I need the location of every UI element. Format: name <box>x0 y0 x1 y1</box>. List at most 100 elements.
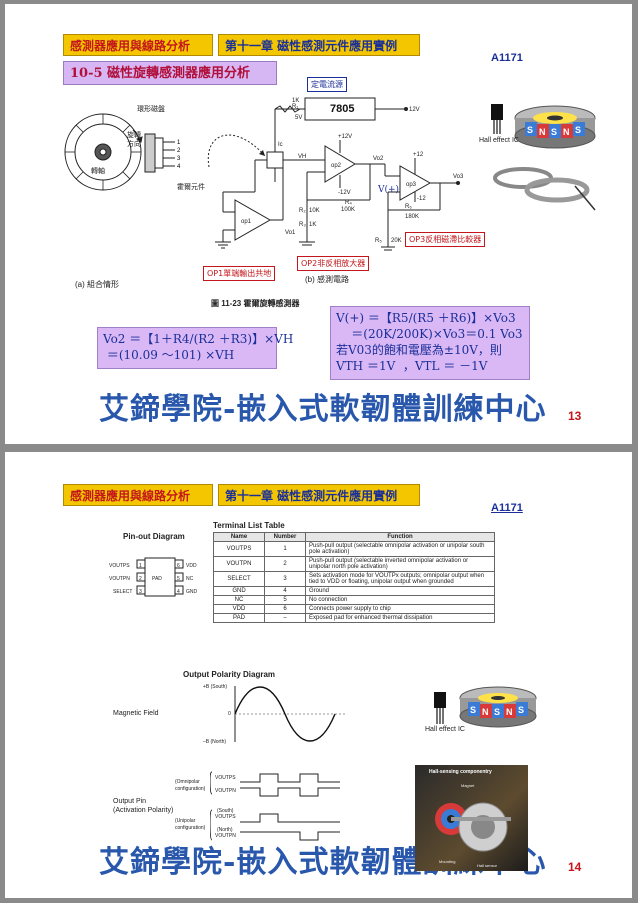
eq-vplus: V(+) ＝【R5/(R5 ＋R6)】×Vo3 ＝(20K/200K)×Vo3＝… <box>330 306 530 380</box>
table-header: Function <box>305 532 495 542</box>
hall-ic-label-1: Hall effect IC <box>479 137 519 144</box>
axis-top-label: +B (South) <box>203 684 228 690</box>
r6-label: R₆ <box>405 204 412 210</box>
pinout-diagram: VOUTPS 1 VOUTPN 2 SELECT 3 6 VDD 5 NC 4 … <box>109 557 198 597</box>
header-chapter-title: 第十一章 磁性感測元件應用實例 <box>218 484 420 506</box>
svg-text:S: S <box>470 705 476 715</box>
vo2-label: Vo2 <box>373 156 384 162</box>
table-header: Name <box>213 532 265 542</box>
pin-4: 4 <box>177 589 180 595</box>
op2-note: OP2非反相放大器 <box>297 256 370 271</box>
minus12b-label: -12 <box>417 196 426 202</box>
hall-ic-label-2: Hall effect IC <box>425 726 465 733</box>
r5-label: R₅ <box>375 238 382 244</box>
table-header: Number <box>264 532 306 542</box>
course-code: A1171 <box>491 502 523 514</box>
plus12-label: +12V <box>338 134 352 140</box>
photo-magnet-label: Magnet <box>461 783 475 788</box>
pinout-title: Pin-out Diagram <box>123 532 185 541</box>
output-timing-diagram <box>210 771 340 841</box>
watermark: 艾鍗學院-嵌入式軟韌體訓練中心 <box>99 392 547 427</box>
table-row: PAD–Exposed pad for enhanced thermal dis… <box>213 613 495 623</box>
axis-zero-label: 0 <box>228 711 231 717</box>
r1k-label: 1K <box>292 98 299 104</box>
terminal-function-cell: No connection <box>305 595 495 605</box>
svg-text:S: S <box>527 125 533 135</box>
svg-text:S: S <box>518 705 524 715</box>
r4-label: R₄ <box>345 200 352 206</box>
terminal-number-cell: 2 <box>264 556 306 572</box>
pin-select: SELECT <box>113 589 132 595</box>
pin-voutpn: VOUTPN <box>109 576 130 582</box>
unipolar-config-label: configuration) <box>175 825 206 831</box>
pin-2-label: 2 <box>177 148 181 154</box>
pin-6: 6 <box>177 563 180 569</box>
header-chapter-title: 第十一章 磁性感測元件應用實例 <box>218 34 420 56</box>
pin-vdd: VDD <box>186 563 197 569</box>
section-title: 10-5 磁性旋轉感測器應用分析 <box>63 61 277 85</box>
magnetic-field-waveform <box>234 686 345 742</box>
minus12-label: -12V <box>338 190 351 196</box>
header-course-title: 感測器應用與線路分析 <box>63 34 213 56</box>
pin-2: 2 <box>139 576 142 582</box>
op3-label: op3 <box>406 182 417 188</box>
axis-bottom-label: –B (North) <box>203 739 227 745</box>
terminal-function-cell: Exposed pad for enhanced thermal dissipa… <box>305 613 495 623</box>
voutpn-label-1: VOUTPN <box>215 788 236 794</box>
omnipolar-config-label: configuration) <box>175 786 206 792</box>
magnetic-field-label: Magnetic Field <box>113 710 159 717</box>
svg-text:N: N <box>506 707 513 717</box>
pin-3: 3 <box>139 589 142 595</box>
page-number: 14 <box>568 860 582 874</box>
r5-value: 20K <box>391 238 402 244</box>
table-title: Terminal List Table <box>213 521 285 530</box>
terminal-name-cell: SELECT <box>213 571 265 587</box>
header-course-title: 感測器應用與線路分析 <box>63 484 213 506</box>
terminal-name-cell: PAD <box>213 613 265 623</box>
activation-polarity-label: (Activation Polarity) <box>113 807 174 814</box>
rotate-label: 旋轉 <box>127 132 141 139</box>
north-label: (North) <box>217 827 233 833</box>
pin-pad: PAD <box>152 576 162 582</box>
plus12b-label: +12 <box>413 152 424 158</box>
terminal-number-cell: 6 <box>264 604 306 614</box>
course-code: A1171 <box>491 52 523 64</box>
pin-nc: NC <box>186 576 194 582</box>
photo-title: Hall-sensing componentry <box>429 769 492 775</box>
svg-text:S: S <box>494 707 500 717</box>
voutps-label-2: VOUTPS <box>215 814 236 820</box>
output-pin-label: Output Pin <box>113 798 147 805</box>
terminal-function-cell: Ground <box>305 586 495 596</box>
figure-assembly: 1 2 3 4 <box>64 113 181 191</box>
terminal-name-cell: VOUTPN <box>213 556 265 572</box>
south-label: (South) <box>217 808 234 814</box>
terminal-name-cell: VDD <box>213 604 265 614</box>
terminal-function-cell: Push-pull output (selectable omnipolar a… <box>305 541 495 557</box>
pin-1-label: 1 <box>177 140 181 146</box>
hall-sensing-photo: Hall-sensing componentry Magnet Mounting… <box>415 765 528 871</box>
figure-circuit: 1K R₁ 5V 12V Ic VH +12V -12V op2 op3 op1… <box>207 97 464 251</box>
direction-label: 方向 <box>127 141 141 148</box>
shaft-label: 轉軸 <box>91 168 105 175</box>
svg-text:S: S <box>575 125 581 135</box>
op1-label: op1 <box>241 219 252 225</box>
r6-value: 180K <box>405 214 419 220</box>
figure-a-label: (a) 組合情形 <box>75 280 119 289</box>
figure-caption: 圖 11-23 霍爾旋轉感測器 <box>211 299 300 308</box>
photo-mounting-label: Mounting <box>439 859 456 864</box>
v12-label: 12V <box>409 107 420 113</box>
terminal-number-cell: 5 <box>264 595 306 605</box>
hall-ic-illustration: S N S N S <box>491 104 596 211</box>
page-number: 13 <box>568 409 582 423</box>
terminal-number-cell: 1 <box>264 541 306 557</box>
hall-ic-magnet-illustration: S N S N S <box>434 686 537 728</box>
terminal-number-cell: 3 <box>264 571 306 587</box>
pin-5: 5 <box>177 576 180 582</box>
slide-13: 感測器應用與線路分析 第十一章 磁性感測元件應用實例 A1171 10-5 磁性… <box>5 4 632 444</box>
photo-graphic <box>435 802 511 852</box>
